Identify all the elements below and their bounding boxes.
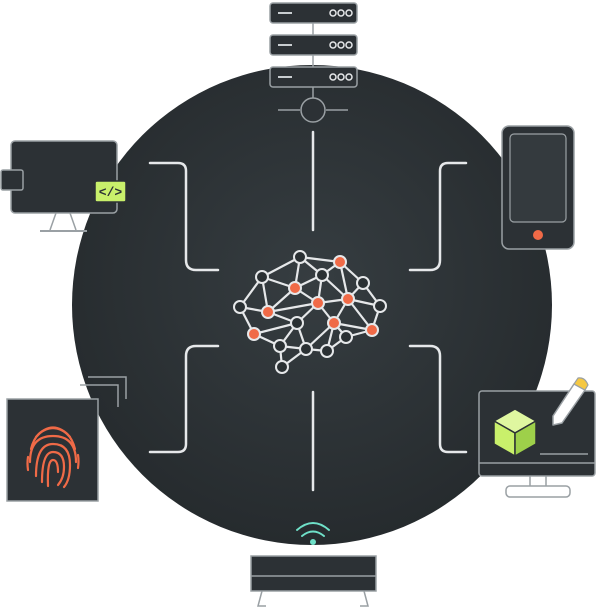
brain-node-active	[333, 255, 347, 269]
brain-node-active	[365, 323, 379, 337]
brain-node-active	[327, 316, 341, 330]
brain-link	[253, 321, 298, 336]
brain-node-active	[341, 292, 355, 306]
brain-network-icon	[233, 250, 387, 374]
brain-node	[273, 339, 287, 353]
brain-node	[290, 316, 304, 330]
smartphone-icon	[501, 125, 575, 250]
wifi-icon	[296, 522, 330, 545]
brain-link	[267, 301, 319, 314]
connector-bottom-left	[148, 344, 220, 454]
connector-bottom-right	[408, 344, 468, 454]
connector-top-right	[408, 161, 468, 272]
brain-node	[255, 270, 269, 284]
code-tag-icon: </>	[94, 180, 127, 203]
brain-node	[339, 330, 353, 344]
cube-icon	[493, 408, 537, 457]
connector-top-left	[148, 161, 220, 272]
desktop-monitor-icon	[0, 140, 118, 232]
router-device-icon	[250, 555, 377, 607]
fingerprint-scanner	[6, 376, 127, 502]
pencil-icon	[552, 377, 589, 426]
brain-node	[293, 250, 307, 264]
server-rack-icon	[269, 2, 358, 123]
connector-lines	[148, 130, 468, 492]
brain-node	[315, 268, 329, 282]
code-badge-text: </>	[99, 185, 123, 200]
brain-node	[275, 360, 289, 374]
brain-node	[320, 344, 334, 358]
brain-node-active	[247, 327, 261, 341]
brain-node-active	[311, 296, 325, 310]
brain-node-active	[261, 305, 275, 319]
brain-node	[356, 276, 370, 290]
fingerprint-icon	[26, 426, 80, 489]
brain-node	[233, 300, 247, 314]
brain-node	[373, 299, 387, 313]
brain-node	[299, 342, 313, 356]
brain-link	[261, 256, 301, 278]
brain-node-active	[288, 281, 302, 295]
